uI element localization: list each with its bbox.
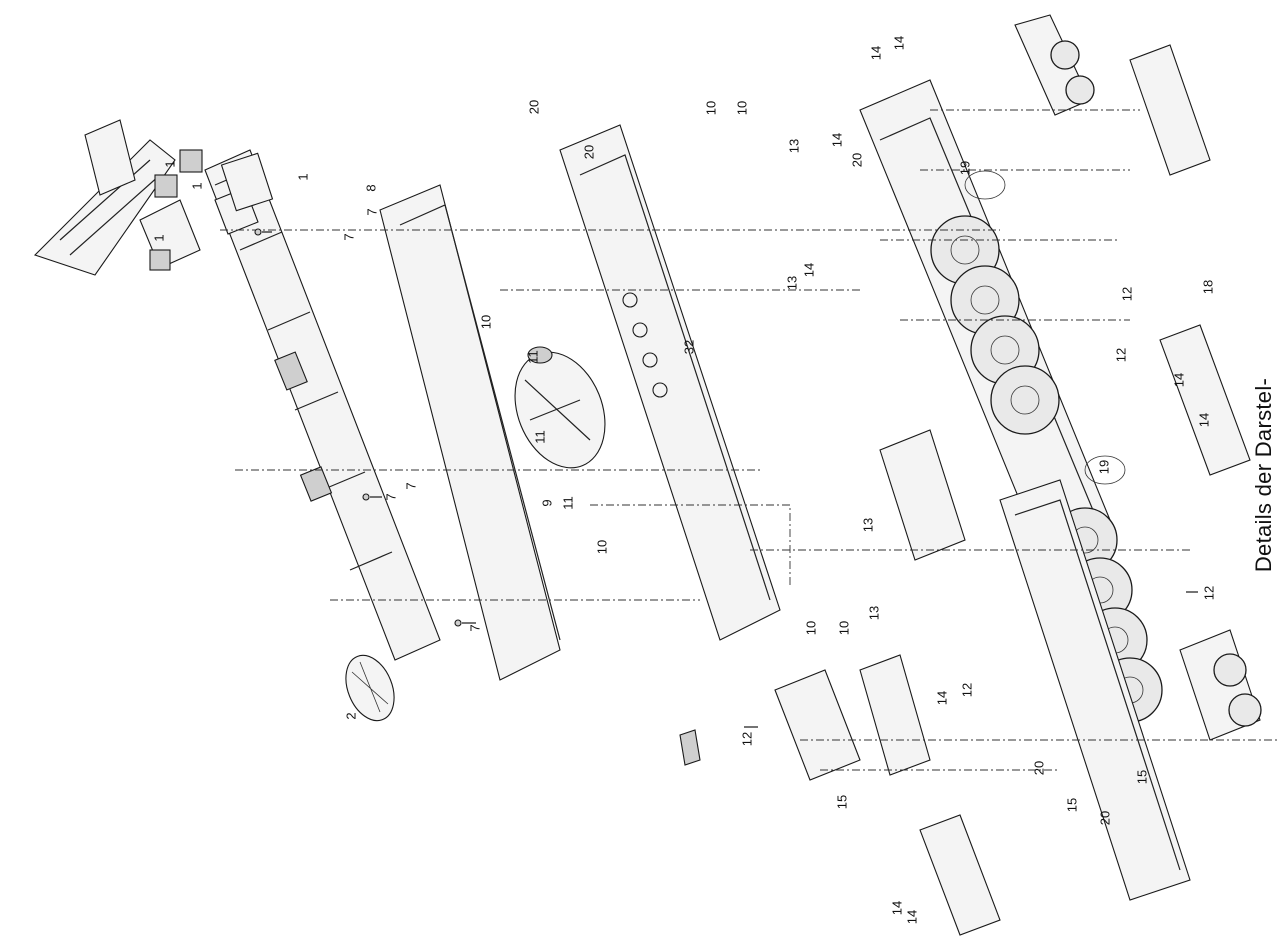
callout-c11a: 11 bbox=[525, 350, 540, 364]
callout-c1b: 1 bbox=[189, 182, 204, 189]
callout-c12a: 12 bbox=[739, 732, 754, 746]
callout-c14f: 14 bbox=[1196, 413, 1211, 427]
drive-wheels-upper bbox=[930, 170, 1060, 435]
callout-c14c: 14 bbox=[829, 133, 844, 147]
cylinder-blocks bbox=[879, 44, 1251, 936]
callout-c10a: 10 bbox=[478, 315, 493, 329]
callout-c20b: 20 bbox=[581, 145, 596, 159]
callout-c8: 8 bbox=[363, 184, 378, 191]
callout-c15b: 15 bbox=[1064, 798, 1079, 812]
drawing-layer bbox=[33, 14, 1280, 936]
rear-chassis-bottom bbox=[999, 479, 1191, 901]
side-caption: Details der Darstel- bbox=[1242, 0, 1287, 940]
callout-c1a: 1 bbox=[162, 160, 177, 167]
front-bogie bbox=[1179, 629, 1262, 741]
pilot-parts bbox=[679, 654, 931, 781]
callout-c14d: 14 bbox=[801, 263, 816, 277]
callout-c15a: 15 bbox=[834, 795, 849, 809]
callout-c14h: 14 bbox=[889, 901, 904, 915]
motor bbox=[514, 346, 606, 469]
callout-c10e: 10 bbox=[803, 621, 818, 635]
callout-c14a: 14 bbox=[868, 46, 883, 60]
callout-c20d: 20 bbox=[1031, 761, 1046, 775]
callout-c10b: 10 bbox=[594, 540, 609, 554]
callout-c13c: 13 bbox=[860, 518, 875, 532]
callout-c18: 18 bbox=[1200, 280, 1215, 294]
callout-c10f: 10 bbox=[836, 621, 851, 635]
callout-c7c: 7 bbox=[383, 493, 398, 500]
callout-c13d: 13 bbox=[866, 606, 881, 620]
loco-body-shell bbox=[204, 149, 441, 722]
cab-roof-parts bbox=[33, 119, 274, 276]
callout-c7e: 7 bbox=[467, 624, 482, 631]
callout-c19a: 19 bbox=[957, 161, 972, 175]
assembly-lines bbox=[220, 109, 1280, 771]
callout-c20c: 20 bbox=[849, 153, 864, 167]
callout-c9: 9 bbox=[539, 499, 554, 506]
callout-c2: 2 bbox=[343, 712, 358, 719]
callout-c19b: 19 bbox=[1096, 460, 1111, 474]
callout-c12d: 12 bbox=[1113, 348, 1128, 362]
side-caption-text: Details der Darstel- bbox=[1251, 377, 1276, 573]
callout-c1d: 1 bbox=[295, 173, 310, 180]
callout-c10d: 10 bbox=[734, 101, 749, 115]
callout-c12e: 12 bbox=[1201, 586, 1216, 600]
screws bbox=[254, 228, 1198, 728]
callout-c7a: 7 bbox=[341, 233, 356, 240]
callout-c10c: 10 bbox=[703, 101, 718, 115]
callout-c13b: 13 bbox=[784, 276, 799, 290]
callout-c11c: 11 bbox=[560, 496, 575, 510]
callout-c14e: 14 bbox=[1171, 373, 1186, 387]
callout-c14b: 14 bbox=[891, 36, 906, 50]
callout-c12b: 12 bbox=[959, 683, 974, 697]
callout-c12c: 12 bbox=[1119, 287, 1134, 301]
callout-c1c: 1 bbox=[151, 234, 166, 241]
callout-c32: 32 bbox=[681, 340, 696, 354]
callout-c7b: 7 bbox=[364, 208, 379, 215]
callout-c14i: 14 bbox=[904, 910, 919, 924]
callout-c15c: 15 bbox=[1134, 770, 1149, 784]
rear-bogie bbox=[1014, 14, 1095, 116]
callout-c7d: 7 bbox=[403, 482, 418, 489]
callout-c13a: 13 bbox=[786, 139, 801, 153]
callout-c20e: 20 bbox=[1097, 811, 1112, 825]
callout-c20a: 20 bbox=[526, 100, 541, 114]
main-frame bbox=[379, 124, 781, 681]
callout-c11b: 11 bbox=[532, 430, 547, 444]
callout-c14g: 14 bbox=[934, 691, 949, 705]
